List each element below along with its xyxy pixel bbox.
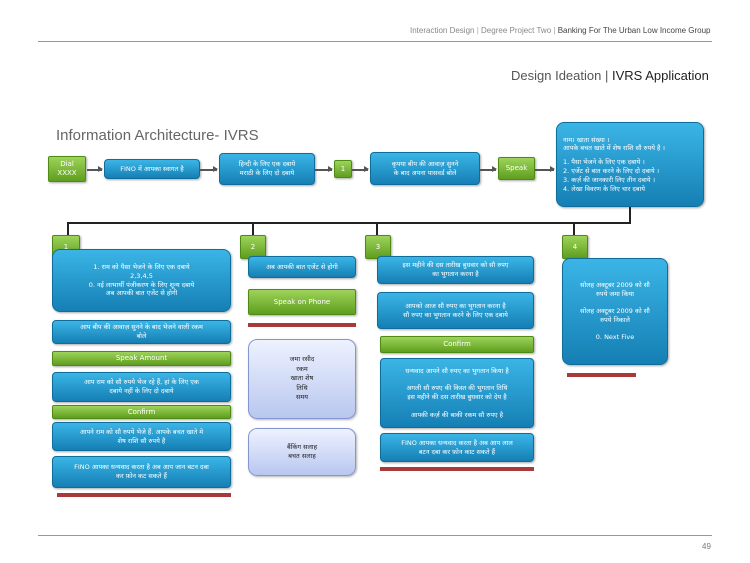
password-node: कृपया बीप की आवाज़ सुनने के बाद अपना पास…: [370, 152, 480, 185]
crumb-interaction-design: Interaction Design: [410, 26, 475, 35]
menu-option-2: 2. एजेंट से बात करने के लिए दो दबाये ।: [563, 167, 660, 175]
page-title: Information Architecture- IVRS: [56, 127, 259, 144]
connector-line: [573, 222, 575, 236]
branch-4-number: 4: [562, 235, 588, 259]
connector-line: [376, 222, 378, 236]
subtitle-section: Design Ideation: [511, 68, 602, 83]
step-1-node: 1: [334, 160, 352, 178]
b1-thank-you-message: FINO आपका धन्यवाद करता है अब आप जान बटन …: [52, 456, 231, 488]
language-node: हिन्दी के लिए एक दबाये मराठी के लिए दो द…: [219, 153, 315, 185]
connector-line: [252, 222, 254, 236]
b1-send-money-menu: 1. राम को पैसा भेजने के लिए एक दबाये 2,3…: [52, 249, 231, 312]
b4-end-bar: [567, 373, 636, 377]
subtitle-topic: IVRS Application: [611, 68, 709, 83]
footer-rule: [38, 535, 712, 536]
page-number: 49: [702, 542, 711, 551]
menu-account-line: नाम। खाता संख्या ।: [563, 135, 610, 144]
b1-confirm: Confirm: [52, 405, 231, 419]
b2-banking-advice: बैंकिंग सलाह बचत सलाह: [248, 428, 356, 476]
speak-node: Speak: [498, 157, 535, 180]
b1-speak-amount: Speak Amount: [52, 351, 231, 366]
menu-option-1: 1. पैसा भेजने के लिए एक दबाये ।: [563, 158, 645, 167]
header-rule: [38, 41, 712, 42]
flow-arrow: [535, 166, 555, 172]
crumb-project-title: Banking For The Urban Low Income Group: [557, 26, 711, 35]
page-subtitle: Design Ideation | IVRS Application: [511, 68, 709, 83]
header-breadcrumb: Interaction Design | Degree Project Two …: [410, 26, 711, 35]
menu-option-3: 3. कर्ज़ की जानकारी लिए तीन दबाये ।: [563, 175, 656, 184]
flow-arrow: [315, 166, 333, 172]
b2-agent-message: अब आपकी बात एजेंट से होगी: [248, 256, 356, 278]
b2-receipt-info: जमा रसीद रकम खाता शेष तिथि समय: [248, 339, 356, 419]
b3-payment-prompt: आपको आज सौ रुपए का भुगतान करना है सौ रुप…: [377, 292, 534, 329]
flow-arrow: [352, 166, 369, 172]
flow-arrow: [200, 166, 218, 172]
b2-speak-on-phone: Speak on Phone: [248, 289, 356, 315]
b4-statement: सोलह अक्टूबर 2009 को सौ रुपये जमा किया स…: [562, 258, 668, 365]
menu-option-4: 4. लेखा विवरण के लिए चार दबाये: [563, 184, 646, 193]
flow-arrow: [87, 166, 103, 172]
b3-due-message: इस महीने की दस तारीख बुधवार को सौ रुपए क…: [377, 256, 534, 284]
b3-thank-you-message: FINO आपका धन्यवाद करता है अब आप लाल बटन …: [380, 433, 534, 462]
main-menu-node: नाम। खाता संख्या । आपके बचत खाते में शेष…: [556, 122, 704, 207]
menu-balance-line: आपके बचत खाते में शेष राशि सौ रुपये है ।: [563, 144, 666, 153]
b1-speak-amount-prompt: आप बीप की आवाज़ सुनने के बाद भेजने वाली …: [52, 320, 231, 344]
crumb-degree-project: Degree Project Two: [481, 26, 552, 35]
connector-line: [67, 222, 631, 224]
connector-line: [67, 222, 69, 236]
b3-confirm: Confirm: [380, 336, 534, 353]
branch-3-number: 3: [365, 235, 391, 259]
b1-end-bar: [57, 493, 231, 497]
welcome-node: FINO में आपका स्वागत है: [104, 159, 200, 179]
b2-end-bar: [248, 323, 356, 327]
b3-payment-confirmation: धन्यवाद आपने सौ रुपए का भुगतान किया है अ…: [380, 358, 534, 428]
dial-node: Dial XXXX: [48, 156, 86, 182]
connector-line: [629, 207, 631, 223]
b3-end-bar: [380, 467, 534, 471]
b1-confirm-prompt: आप राम को सौ रुपये भेज रहे हैं, हां के ल…: [52, 372, 231, 402]
flow-arrow: [480, 166, 497, 172]
b1-balance-message: आपने राम को सौ रुपये भेजे हैं. आपके बचत …: [52, 422, 231, 451]
